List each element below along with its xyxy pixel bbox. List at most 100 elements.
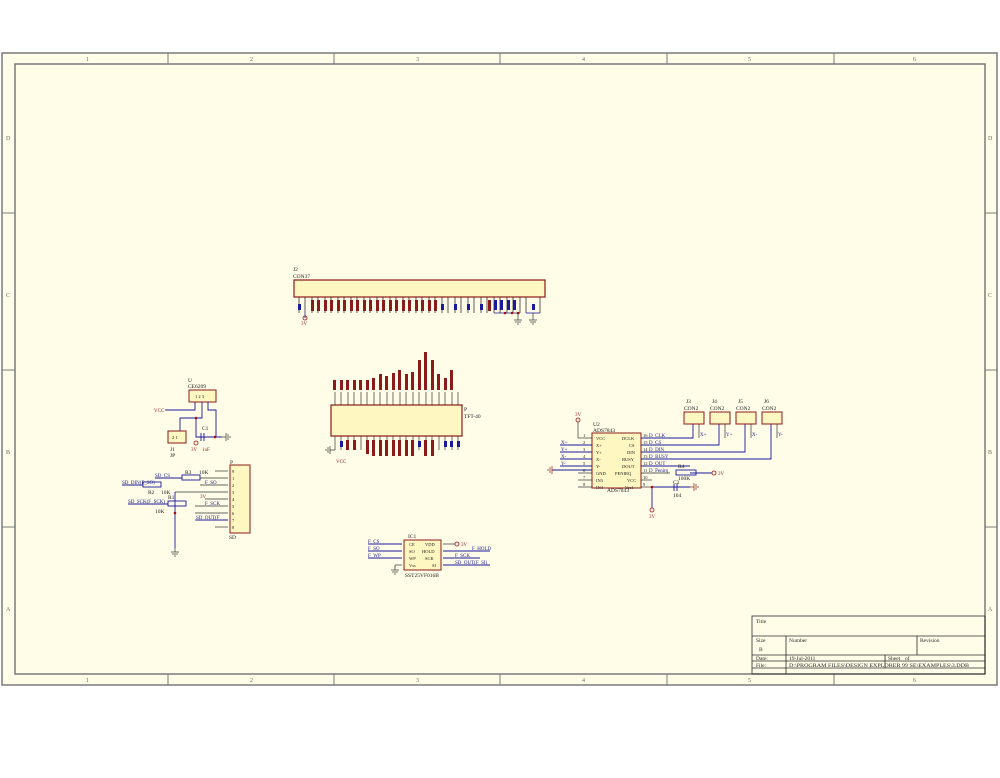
zone-top-5: 5 [748,57,751,63]
svg-text:X-: X- [561,455,567,460]
c2-value: 104 [673,493,682,499]
zone-left-d: D [6,136,11,142]
zone-bottom-3: 3 [416,678,419,684]
revision-label: Revision [920,638,940,644]
svg-text:CON2: CON2 [684,406,699,412]
tft-value: TFT-40 [464,414,481,420]
svg-text:Vref: Vref [625,485,633,490]
number-label: Number [789,638,807,644]
svg-text:Y-: Y- [596,464,601,469]
r2-ref: R2 [148,490,155,496]
svg-text:J5: J5 [738,399,743,405]
zone-right-d: D [988,136,993,142]
svg-text:X-: X- [596,457,601,462]
r3-value: 10K [199,470,209,476]
r3-ref: R3 [185,470,192,476]
component-j2-con37[interactable]: J2 CON37 3V [293,267,546,327]
svg-text:7: 7 [583,475,586,480]
ic1-f-sck-net: F_SCK [455,554,470,559]
svg-text:DOUT: DOUT [622,464,635,469]
zone-top-2: 2 [250,57,253,63]
of-label: of [905,655,910,662]
sd-3v-label: 3V [200,495,207,500]
svg-text:Vss: Vss [409,563,416,568]
zone-left-a: A [6,607,11,613]
zone-labels: 1 2 3 4 5 6 1 2 3 4 5 6 D C B A D C B A [6,57,993,684]
u2-value: ADS7843 [593,428,615,434]
ic1-sd-out-net: SD_OUT(F_SI) [455,561,488,566]
ic1-value: SST25VF016B [405,573,439,579]
svg-text:VCC: VCC [596,436,605,441]
ic1-3v-label: 3V [461,543,468,548]
sd-sck-net: SD_SCK(F_SCK) [128,500,165,505]
svg-text:7: 7 [232,518,235,523]
u1-ref: U [188,378,192,384]
j1-value: JP [170,453,175,459]
svg-text:CON2: CON2 [710,406,725,412]
svg-text:8: 8 [232,525,235,530]
svg-text:D_CS: D_CS [649,441,661,446]
zone-bottom-1: 1 [86,678,89,684]
svg-text:D_Penirq: D_Penirq [649,469,669,474]
zone-top-4: 4 [582,57,585,63]
c1-value: 1uF [202,448,210,453]
zone-right-c: C [988,293,992,299]
svg-text:10: 10 [643,475,648,480]
zone-top-1: 1 [86,57,89,63]
svg-text:IN3: IN3 [596,478,604,483]
zone-bottom-2: 2 [250,678,253,684]
component-tft-40-header[interactable]: P TFT-40 VCC [325,352,481,465]
c2-ref: C2 [673,480,680,486]
svg-text:4: 4 [583,454,586,459]
svg-text:D_OUT: D_OUT [649,462,665,467]
sd-out-net: SD_OUT(F [196,516,220,521]
con2-connector-j5[interactable]: J5 CON2 X- [735,399,758,438]
svg-text:6: 6 [583,468,586,473]
svg-text:CON2: CON2 [736,406,751,412]
svg-text:2: 2 [583,440,585,445]
svg-text:J3: J3 [686,399,691,405]
date-label: Date: [756,656,768,662]
r2-value: 10K [161,490,171,496]
svg-text:6: 6 [232,511,235,516]
file-value: D:\PROGRAM FILES\DESIGN EXPLORER 99 SE\E… [789,663,969,669]
zone-right-b: B [988,450,992,456]
u2-3v-top-label: 3V [575,413,582,418]
tft-ref: P [464,407,467,413]
ic1-f-so-net: F_SO [368,547,380,552]
sd-cs-net: SD_CS [155,474,170,479]
svg-text:X+: X+ [596,443,602,448]
svg-text:15: 15 [643,440,648,445]
sd-value: SD [229,535,236,541]
svg-text:CON2: CON2 [762,406,777,412]
svg-text:PENIRQ: PENIRQ [615,471,632,476]
con2-connector-j3[interactable]: J3 CON2 X+ [683,399,707,438]
svg-text:Y+: Y+ [596,450,602,455]
svg-text:CS: CS [629,443,635,448]
svg-text:1: 1 [232,476,234,481]
svg-text:5: 5 [232,504,235,509]
zone-left-c: C [6,293,10,299]
svg-text:2: 2 [232,483,234,488]
svg-text:Y+: Y+ [726,433,733,438]
zone-right-a: A [988,607,993,613]
svg-text:16: 16 [643,433,648,438]
svg-text:D_CLK: D_CLK [649,434,666,439]
svg-text:J4: J4 [712,399,717,405]
svg-text:X-: X- [752,433,758,438]
con2-connector-j4[interactable]: J4 CON2 Y+ [709,399,733,438]
date-value: 19-Jul-2011 [789,656,816,662]
sheet-label: Sheet [888,656,901,662]
zone-top-3: 3 [416,57,419,63]
svg-text:11: 11 [643,468,647,473]
ic1-f-hold-net: F_HOLD [472,547,492,552]
svg-text:X+: X+ [561,441,568,446]
con2-connector-j6[interactable]: J6 CON2 Y- [761,399,783,438]
u1-3v-label: 3V [191,448,198,453]
svg-text:Y+: Y+ [561,448,568,453]
component-u1-ce6209[interactable]: U CE6209 1 2 3 VCC 2 1 J1 JP C1 3V 1uF [154,378,231,459]
svg-text:D_BUSY: D_BUSY [649,455,669,460]
